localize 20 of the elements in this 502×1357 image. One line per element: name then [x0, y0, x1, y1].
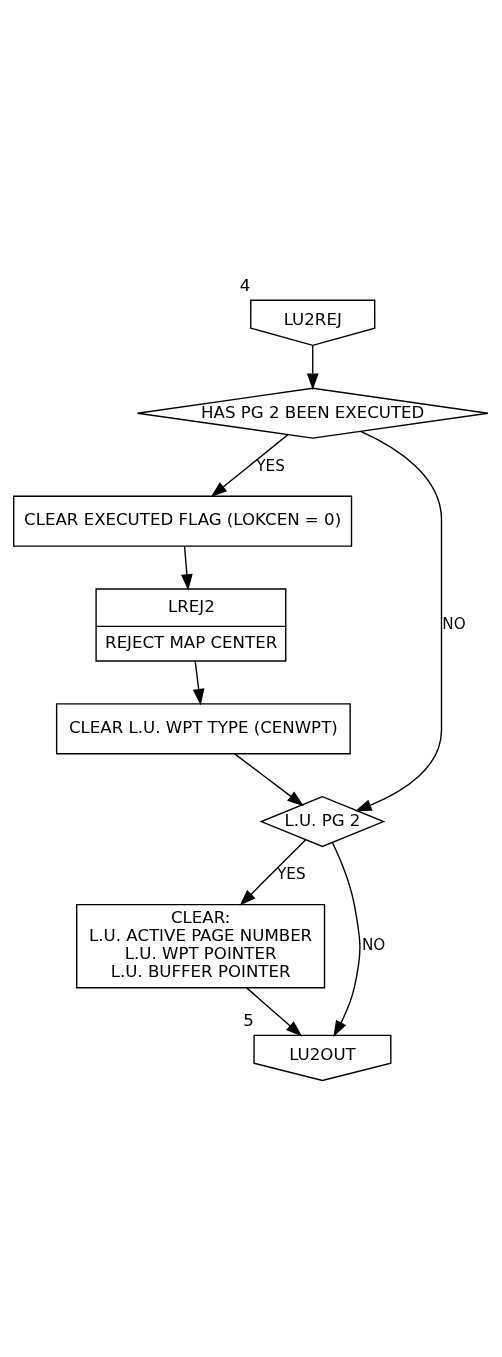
edge-label: NO [442, 614, 466, 633]
arrow [181, 545, 193, 591]
arrow [192, 659, 205, 705]
arrow [210, 433, 289, 497]
node-box: CLEAR L.U. WPT TYPE (CENWPT) [55, 702, 351, 754]
edge-label: YES [277, 864, 306, 883]
edge-label: NO [361, 935, 386, 954]
node-box: CLEAR: L.U. ACTIVE PAGE NUMBER L.U. WPT POINTER L.U. BUFFER POINTER [76, 903, 326, 988]
node-box: CLEAR EXECUTED FLAG (LOKCEN = 0) [13, 495, 353, 547]
arrow [246, 986, 303, 1037]
arrow [234, 752, 304, 806]
edge-label: YES [256, 456, 285, 475]
node-diamond: HAS PG 2 BEEN EXECUTED [136, 387, 489, 439]
arrow [354, 430, 443, 811]
node-label: 4 [239, 275, 251, 295]
node-diamond: L.U. PG 2 [259, 795, 386, 847]
arrow [331, 841, 361, 1037]
arrow [239, 838, 307, 906]
arrow [306, 344, 319, 390]
node-label: 5 [243, 1010, 254, 1030]
